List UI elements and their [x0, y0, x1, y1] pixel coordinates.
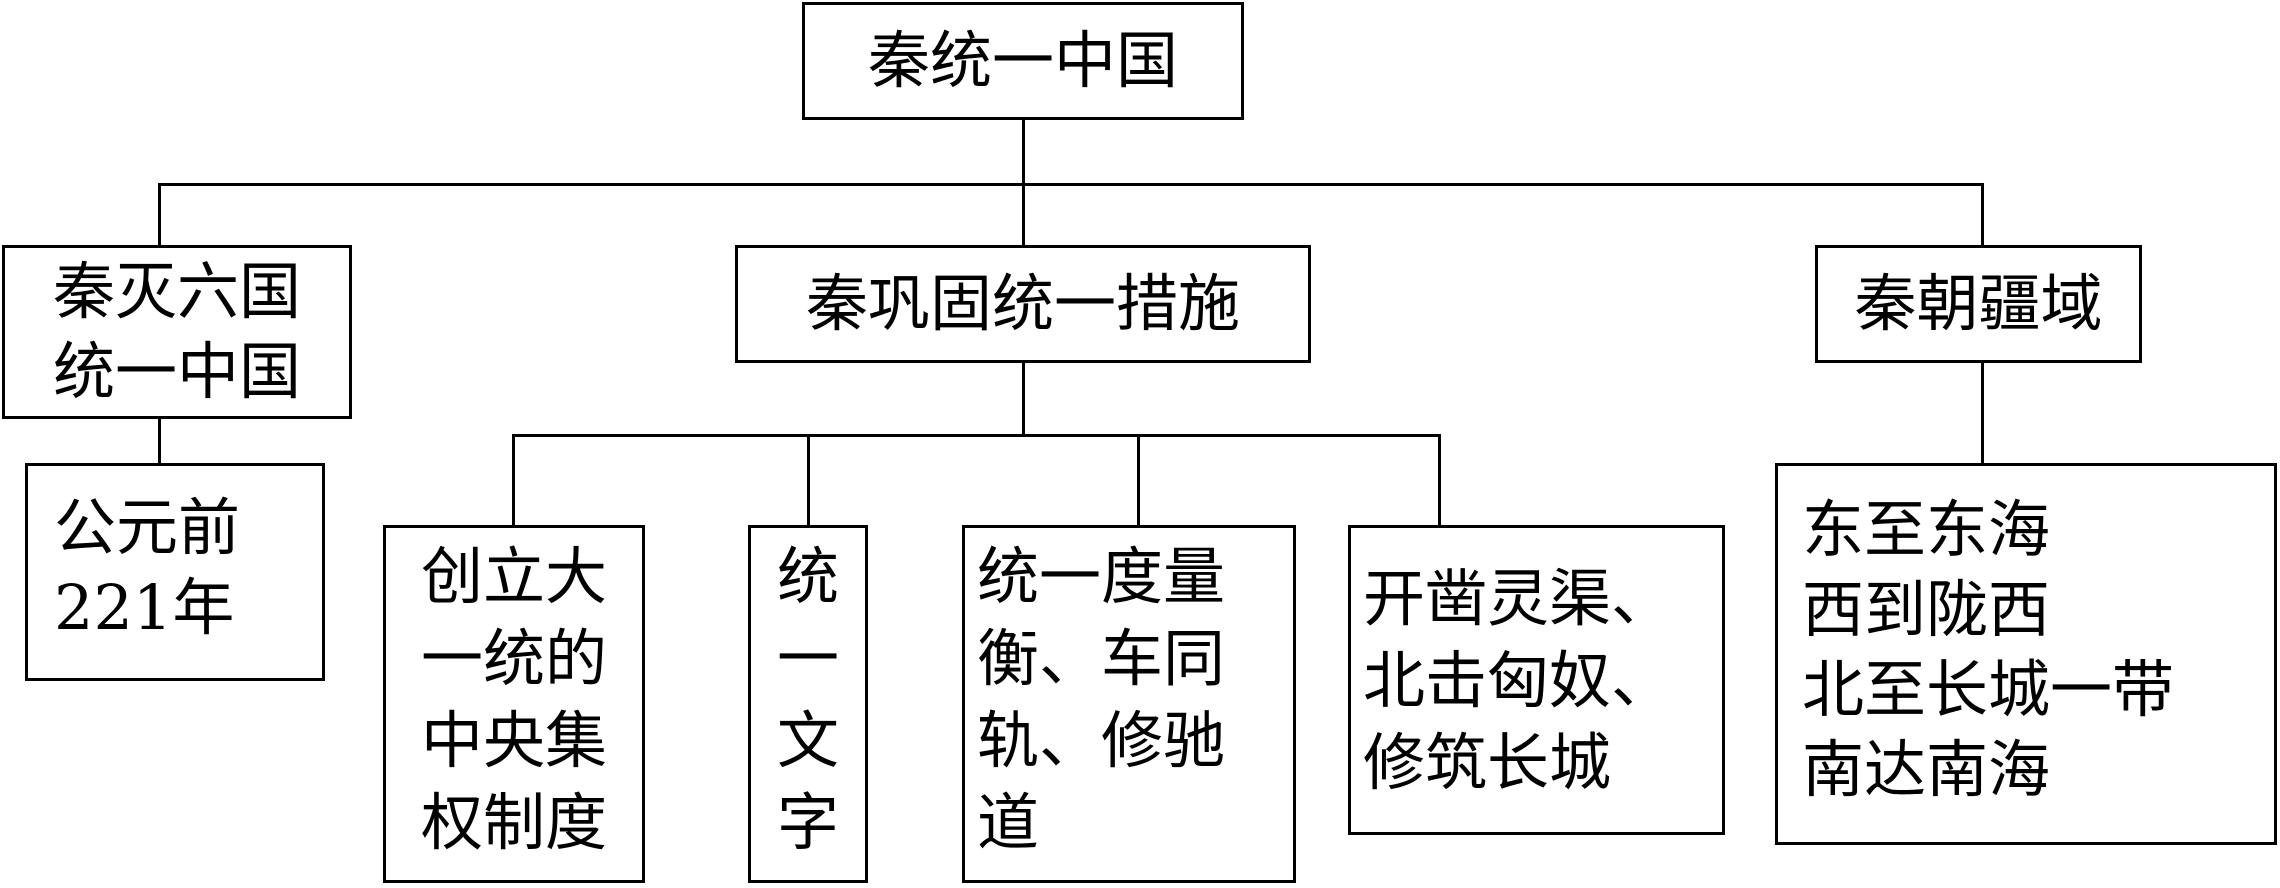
node-writing-char-4: 字 — [776, 786, 839, 859]
node-unify: 秦灭六国 统一中国 — [2, 245, 352, 419]
connector-territory-to-extent — [1981, 362, 1984, 465]
node-measures-label: 秦巩固统一措施 — [805, 267, 1240, 340]
node-unify-line-1: 秦灭六国 — [52, 255, 301, 328]
node-extent-line-3: 北至长城一带 — [1802, 653, 2175, 726]
node-unify-line-2: 统一中国 — [52, 335, 301, 408]
connector-level1-bus — [158, 183, 1984, 186]
node-extent-line-1: 东至东海 — [1802, 493, 2051, 566]
connector-root-down — [1022, 119, 1025, 185]
node-extent-line-4: 南达南海 — [1802, 733, 2051, 806]
node-standards-line-4: 道 — [977, 786, 1040, 859]
node-works-line-3: 修筑长城 — [1363, 726, 1612, 799]
node-works-line-2: 北击匈奴、 — [1363, 644, 1674, 717]
node-date: 公元前 221年 — [25, 463, 325, 681]
node-works-line-1: 开凿灵渠、 — [1363, 562, 1674, 635]
node-extent: 东至东海 西到陇西 北至长城一带 南达南海 — [1775, 463, 2277, 845]
node-standards: 统一度量 衡、车同 轨、修驰 道 — [962, 525, 1296, 883]
node-standards-line-3: 轨、修驰 — [977, 704, 1226, 777]
node-standards-line-1: 统一度量 — [977, 540, 1226, 613]
node-writing-char-3: 文 — [776, 704, 839, 777]
root-label: 秦统一中国 — [867, 24, 1178, 97]
connector-measures-down — [1022, 362, 1025, 437]
node-extent-line-2: 西到陇西 — [1802, 573, 2051, 646]
node-central-system: 创立大 一统的 中央集 权制度 — [383, 525, 645, 883]
root-node: 秦统一中国 — [802, 2, 1244, 120]
node-central-system-line-2: 一统的 — [420, 622, 607, 695]
node-territory-label: 秦朝疆域 — [1854, 267, 2103, 340]
node-date-line-2: 221年 — [54, 571, 235, 644]
node-writing-char-2: 一 — [776, 622, 839, 695]
connector-unify-to-date — [158, 418, 161, 465]
connector-to-works — [1438, 434, 1441, 527]
node-central-system-line-3: 中央集 — [420, 704, 607, 777]
node-central-system-line-1: 创立大 — [420, 540, 607, 613]
connector-level2-bus — [512, 434, 1441, 437]
node-writing: 统 一 文 字 — [748, 525, 868, 883]
node-writing-char-1: 统 — [776, 540, 839, 613]
connector-to-territory — [1981, 183, 1984, 247]
node-works: 开凿灵渠、 北击匈奴、 修筑长城 — [1348, 525, 1725, 835]
node-date-line-1: 公元前 — [54, 491, 241, 564]
connector-to-system — [512, 434, 515, 527]
node-territory: 秦朝疆域 — [1815, 245, 2142, 363]
node-central-system-line-4: 权制度 — [420, 786, 607, 859]
connector-to-measures — [1022, 183, 1025, 247]
connector-to-standards — [1137, 434, 1140, 527]
connector-to-unify — [158, 183, 161, 247]
connector-to-writing — [807, 434, 810, 527]
node-standards-line-2: 衡、车同 — [977, 622, 1226, 695]
node-measures: 秦巩固统一措施 — [735, 245, 1311, 363]
